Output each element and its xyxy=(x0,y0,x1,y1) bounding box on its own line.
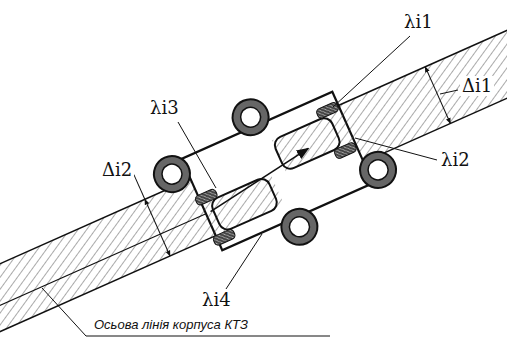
callout-label: Осьова лінія корпуса КТЗ xyxy=(92,318,250,332)
coupling-body xyxy=(182,92,373,250)
dimension-line xyxy=(425,67,450,124)
gap-symbol: λi3 xyxy=(148,98,181,118)
direction-arrow xyxy=(203,148,315,211)
dimension-line xyxy=(145,199,170,256)
gap-symbol: λi2 xyxy=(439,150,472,170)
dimension-label: Δi2 xyxy=(100,160,134,180)
leader-lines xyxy=(42,36,458,336)
gap-symbol: λi4 xyxy=(200,290,233,310)
right-frame-band xyxy=(334,0,507,164)
left-clip xyxy=(209,176,279,232)
gap-symbol: λi1 xyxy=(402,12,435,32)
right-clip xyxy=(272,115,342,171)
dimension-label: Δi1 xyxy=(460,76,494,96)
ring-symbols xyxy=(140,55,410,289)
